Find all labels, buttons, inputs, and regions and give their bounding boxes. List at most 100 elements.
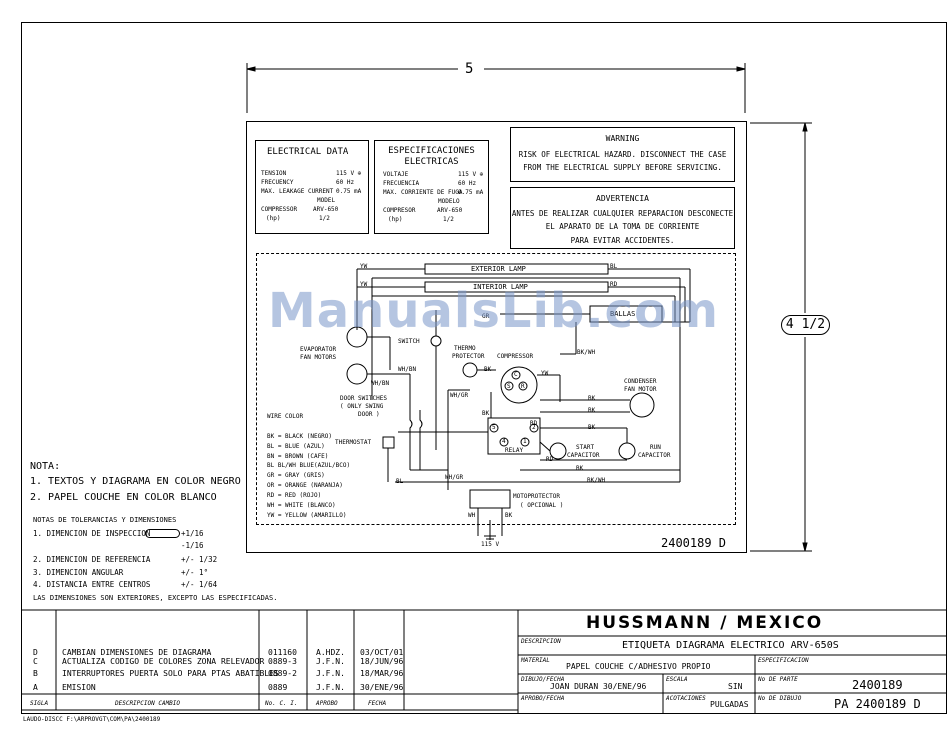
electrical-data-value: 115 V ⊕	[336, 170, 362, 177]
tolerance-row: 1. DIMENCION DE INSPECCION	[33, 529, 151, 538]
notes-line: 1. TEXTOS Y DIAGRAMA EN COLOR NEGRO	[30, 476, 241, 487]
tolerance-row: 3. DIMENCION ANGULAR	[33, 568, 124, 577]
fan-motor-label: FAN MOTOR	[624, 386, 657, 393]
wire-label-yw: YW	[541, 370, 549, 377]
electrical-data-value: MODEL	[317, 197, 336, 204]
label-part-number: 2400189 D	[661, 536, 727, 550]
header-aprobo: APROBO	[316, 700, 338, 707]
tolerances-footer: LAS DIMENSIONES SON EXTERIORES, EXCEPTO …	[33, 594, 278, 602]
inspection-oval	[145, 529, 180, 538]
terminal-4: 4	[502, 438, 506, 445]
wire-color-item: YW = YELLOW (AMARILLO)	[267, 512, 347, 519]
especificaciones-row: (hp)	[388, 216, 403, 223]
header-no: No. C. I.	[265, 700, 298, 707]
especificaciones-title: ESPECIFICACIONES	[388, 146, 475, 156]
fan-motors-label: FAN MOTORS	[300, 354, 337, 361]
electrical-data-value: 1/2	[319, 215, 330, 222]
dimension-height: 4 1/2	[785, 317, 826, 332]
swing-label: ( ONLY SWING	[340, 403, 384, 410]
electrical-data-value: 60 Hz	[336, 179, 355, 186]
terminal-r: R	[521, 383, 525, 390]
start-capacitor-label: CAPACITOR	[567, 452, 600, 459]
dimension-height-box	[781, 315, 830, 335]
wire-color-item: BK = BLACK (NEGRO)	[267, 433, 333, 440]
voltage-label: 115 V	[481, 541, 500, 548]
especificaciones-row: FRECUENCIA	[383, 180, 420, 187]
file-path: LAUDO-DISCC F:\ARPROVGT\COM\PA\2400189	[23, 716, 161, 723]
revision-no: 011160	[268, 648, 297, 657]
revision-no: 0889-2	[268, 669, 297, 678]
especificaciones-value: 0.75 mA	[458, 189, 484, 196]
thermostat-label: THERMOSTAT	[335, 439, 372, 446]
aprobo-label: APROBO/FECHA	[521, 695, 565, 702]
terminal-2: 2	[532, 424, 536, 431]
company-name: HUSSMANN / MEXICO	[586, 613, 824, 633]
drawing-frame	[21, 22, 947, 714]
advertencia-line1: ANTES DE REALIZAR CUALQUIER REPARACION D…	[511, 209, 734, 218]
wire-label-bkwh: BK/WH	[587, 477, 606, 484]
revision-sigla: A	[33, 683, 38, 692]
start-label: START	[576, 444, 595, 451]
material-value: PAPEL COUCHE C/ADHESIVO PROPIO	[566, 662, 711, 671]
revision-aprobo: A.HDZ.	[316, 648, 345, 657]
ballast-label: BALLAS	[610, 310, 636, 318]
revision-desc: EMISION	[62, 683, 96, 692]
electrical-data-value: 0.75 mA	[336, 188, 362, 195]
run-capacitor-label: CAPACITOR	[638, 452, 671, 459]
advertencia-box	[510, 187, 735, 249]
wire-label-whgr: WH/GR	[445, 474, 464, 481]
warning-line2: FROM THE ELECTRICAL SUPPLY BEFORE SERVIC…	[523, 163, 722, 172]
revision-aprobo: J.F.N.	[316, 657, 345, 666]
escala-label: ESCALA	[666, 676, 688, 683]
revision-sigla: B	[33, 669, 38, 678]
wire-label-bkwh: BK/WH	[577, 349, 596, 356]
warning-title: WARNING	[605, 134, 640, 143]
revision-fecha: 03/OCT/01	[360, 648, 404, 657]
electrical-data-row: MAX. LEAKAGE CURRENT	[261, 188, 334, 195]
especificaciones-value: 1/2	[443, 216, 454, 223]
label-outline	[246, 121, 747, 553]
electrical-data-row: (hp)	[266, 215, 281, 222]
tolerance-value: +/- 1/64	[181, 580, 218, 589]
revision-aprobo: J.F.N.	[316, 669, 345, 678]
especificaciones-value: MODELO	[438, 198, 460, 205]
especificaciones-row: VOLTAJE	[383, 171, 409, 178]
motoprotector-label: MOTOPROTECTOR	[513, 493, 560, 500]
wire-label-bk: BK	[576, 465, 584, 472]
dibujo-value: JOAN DURAN 30/ENE/96	[550, 682, 647, 691]
door-label: DOOR )	[358, 411, 380, 418]
run-label: RUN	[650, 444, 661, 451]
revision-desc: ACTUALIZA CODIGO DE COLORES ZONA RELEVAD…	[62, 657, 265, 666]
notes-line: 2. PAPEL COUCHE EN COLOR BLANCO	[30, 492, 217, 503]
revision-no: 0889	[268, 683, 288, 692]
descripcion-label: DESCRIPCION	[521, 638, 561, 645]
tolerance-row: 2. DIMENCION DE REFERENCIA	[33, 555, 151, 564]
wire-label-whgr: WH/GR	[450, 392, 469, 399]
compressor-label: COMPRESSOR	[497, 353, 534, 360]
wire-color-item: RD = RED (ROJO)	[267, 492, 322, 499]
especificaciones-value: 60 Hz	[458, 180, 477, 187]
wire-label-bl: BL	[396, 478, 404, 485]
wire-label-wh: WH	[468, 512, 476, 519]
especificacion-label: ESPECIFICACION	[758, 657, 809, 664]
wire-label-bk: BK	[588, 407, 596, 414]
revision-no: 0889-3	[268, 657, 297, 666]
header-sigla: SIGLA	[30, 700, 49, 707]
wire-color-title: WIRE COLOR	[267, 413, 304, 420]
electrical-data-row: FRECUENCY	[261, 179, 294, 186]
revision-fecha: 18/JUN/96	[360, 657, 404, 666]
especificaciones-value: ARV-650	[437, 207, 463, 214]
electrical-data-title: ELECTRICAL DATA	[267, 147, 349, 157]
opcional-label: ( OPCIONAL )	[520, 502, 564, 509]
relay-label: RELAY	[505, 447, 524, 454]
especificaciones-title2: ELECTRICAS	[404, 157, 459, 167]
evaporator-label: EVAPORATOR	[300, 346, 337, 353]
acotaciones-label: ACOTACIONES	[666, 695, 706, 702]
material-label: MATERIAL	[521, 657, 550, 664]
notes-title: NOTA:	[30, 461, 61, 472]
especificaciones-row: MAX. CORRIENTE DE FUGA	[383, 189, 463, 196]
revision-sigla: D	[33, 648, 38, 657]
tolerance-value: +1/16	[181, 529, 204, 538]
